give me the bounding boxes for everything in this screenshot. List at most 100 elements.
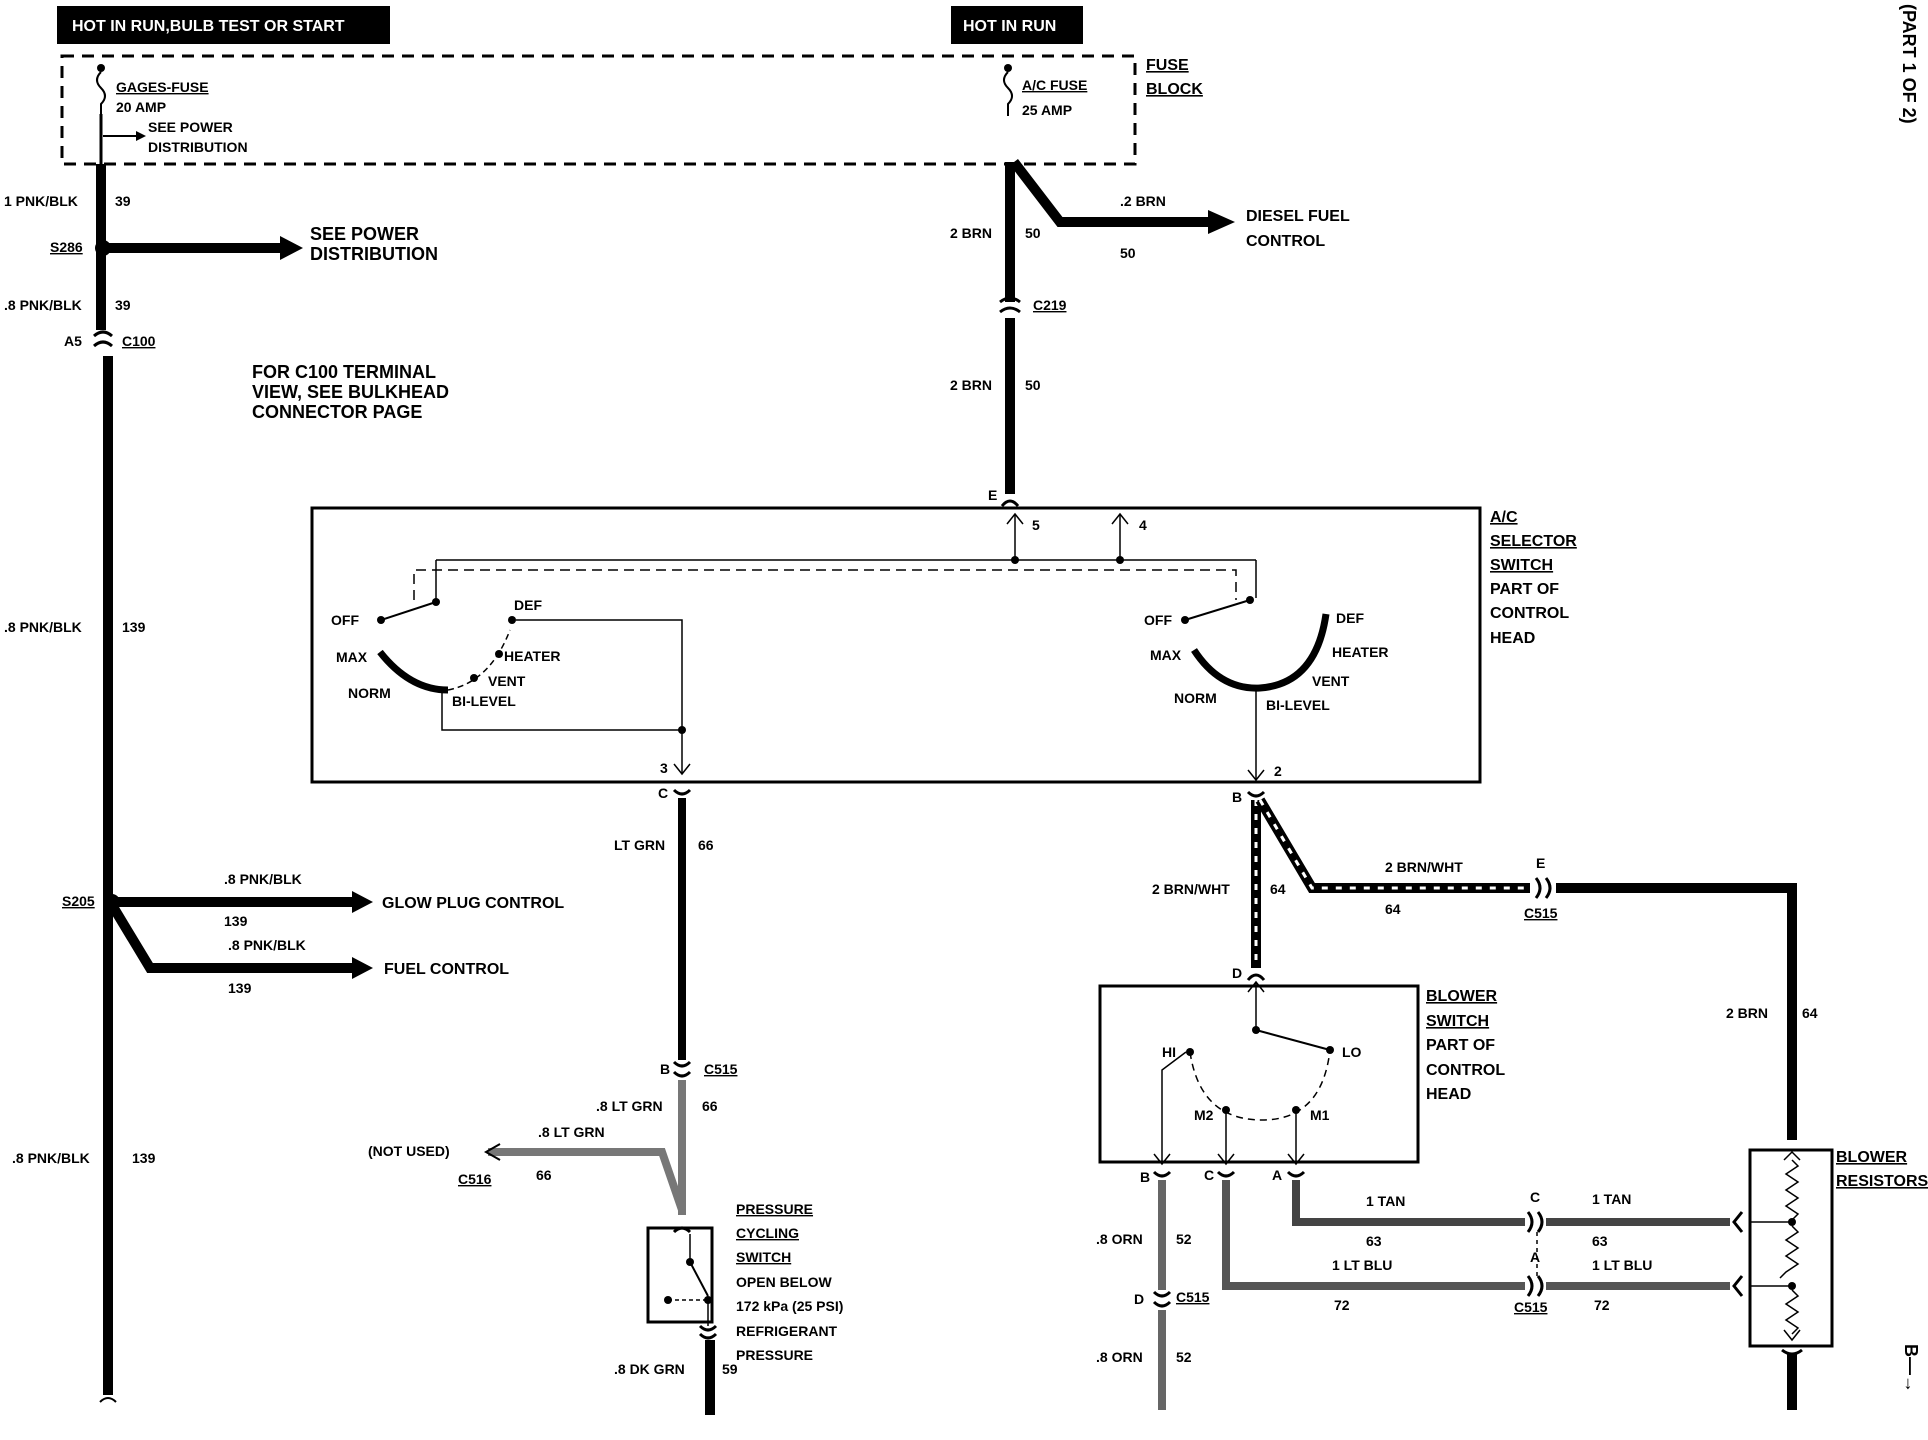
dk-grn-circuit: 59 bbox=[722, 1361, 738, 1377]
c515-e-connector bbox=[1534, 877, 1552, 899]
diesel-fuel-control: DIESEL FUEL bbox=[1246, 208, 1350, 225]
s286-arrowhead bbox=[280, 236, 303, 260]
c515-c-terminal: C bbox=[1530, 1189, 1540, 1205]
c100-a5: A5 bbox=[64, 333, 82, 349]
c515-a-terminal: A bbox=[1530, 1249, 1540, 1265]
blower-switch-terminal-d: D bbox=[1232, 965, 1242, 981]
not-used-circuit: 66 bbox=[536, 1167, 552, 1183]
fuse-block-label: FUSE bbox=[1146, 57, 1189, 74]
mechanical-link bbox=[413, 569, 1237, 600]
selector-b-connector bbox=[1246, 790, 1266, 798]
blower-lo: LO bbox=[1342, 1044, 1362, 1060]
resistor-zigzag-2 bbox=[1779, 1225, 1800, 1279]
fuse-block-label-2: BLOCK bbox=[1146, 81, 1203, 98]
wire-8-pnk-blk-a: .8 PNK/BLK bbox=[4, 297, 82, 313]
gages-fuse-amp: 20 AMP bbox=[116, 99, 166, 115]
blower-b-connector bbox=[1152, 1170, 1172, 1178]
gages-see-power: SEE POWER bbox=[148, 119, 233, 135]
hot-in-run-label: HOT IN RUN bbox=[963, 18, 1056, 35]
c516-label: C516 bbox=[458, 1171, 492, 1187]
blower-c-connector bbox=[1216, 1170, 1236, 1178]
diesel-fuel-control-2: CONTROL bbox=[1246, 233, 1325, 250]
ac-fuse-name: A/C FUSE bbox=[1022, 77, 1087, 93]
tan-end-arrow bbox=[1732, 1211, 1744, 1233]
lt-blu-label-1: 1 LT BLU bbox=[1332, 1257, 1392, 1273]
right-bilevel: BI-LEVEL bbox=[1266, 697, 1330, 713]
c100-note-1: FOR C100 TERMINAL bbox=[252, 362, 436, 382]
lt-blu-end-arrow bbox=[1732, 1275, 1744, 1297]
s286-label: S286 bbox=[50, 239, 83, 255]
resistor-output-arrow bbox=[1783, 1329, 1801, 1342]
circuit-50-a: 50 bbox=[1025, 225, 1041, 241]
pressure-title-4: OPEN BELOW bbox=[736, 1274, 832, 1290]
pressure-title-6: REFRIGERANT bbox=[736, 1323, 838, 1339]
orn-circuit-2: 52 bbox=[1176, 1349, 1192, 1365]
brn-wht-circuit-1: 64 bbox=[1270, 881, 1286, 897]
c100-connector-icon bbox=[93, 330, 113, 348]
terminal-4-arrow bbox=[1111, 512, 1129, 525]
glow-plug-circuit: 139 bbox=[224, 913, 248, 929]
brn-wht-wire-branch-stripe bbox=[1258, 799, 1530, 890]
orn-label-1: .8 ORN bbox=[1096, 1231, 1143, 1247]
lt-grn-circuit-2: 66 bbox=[702, 1098, 718, 1114]
right-off: OFF bbox=[1144, 612, 1172, 628]
bus-junction-4 bbox=[1116, 556, 1124, 564]
lt-blu-wire bbox=[1222, 1180, 1525, 1290]
circuit-139-b: 139 bbox=[132, 1150, 156, 1166]
fuel-control-circuit: 139 bbox=[228, 980, 252, 996]
terminal-5-arrow bbox=[1006, 512, 1024, 525]
ac-fuse-icon bbox=[1003, 71, 1013, 116]
blower-c-arrow bbox=[1217, 1153, 1235, 1166]
left-mode-arc bbox=[377, 649, 449, 694]
wire-2-brn-b: 2 BRN bbox=[950, 377, 992, 393]
left-wiper bbox=[380, 601, 437, 621]
c515-b-terminal: B bbox=[660, 1061, 670, 1077]
orn-label-2: .8 ORN bbox=[1096, 1349, 1143, 1365]
part-label: (PART 1 OF 2) bbox=[1899, 4, 1919, 124]
brn-wht-circuit-2: 64 bbox=[1385, 901, 1401, 917]
left-max: MAX bbox=[336, 649, 368, 665]
blower-b-arrow bbox=[1153, 1153, 1171, 1166]
gages-fuse-terminal bbox=[97, 64, 105, 72]
fuel-control-arrowhead bbox=[352, 957, 373, 979]
left-def-contact bbox=[508, 616, 516, 624]
terminal-5: 5 bbox=[1032, 517, 1040, 533]
selector-title-4: PART OF bbox=[1490, 581, 1559, 598]
s286-see-power: SEE POWER bbox=[310, 224, 419, 244]
pressure-switch-bottom-connector bbox=[698, 1324, 718, 1340]
blower-switch-title-3: PART OF bbox=[1426, 1037, 1495, 1054]
c100-label: C100 bbox=[122, 333, 156, 349]
blower-switch-title-5: HEAD bbox=[1426, 1086, 1471, 1103]
lt-grn-label-2: .8 LT GRN bbox=[596, 1098, 663, 1114]
selector-terminal-c: C bbox=[658, 785, 668, 801]
blower-hi-wire bbox=[1161, 1051, 1187, 1164]
circuit-50-b: 50 bbox=[1025, 377, 1041, 393]
right-heater: HEATER bbox=[1332, 644, 1389, 660]
pressure-title-2: CYCLING bbox=[736, 1225, 799, 1241]
s205-label: S205 bbox=[62, 893, 95, 909]
selector-terminal-e: E bbox=[988, 487, 997, 503]
glow-plug-arrowhead bbox=[352, 891, 373, 913]
left-vent-contact bbox=[470, 674, 478, 682]
brn-wire-to-resistors bbox=[1556, 883, 1797, 1140]
wire-2-brn-a: 2 BRN bbox=[950, 225, 992, 241]
selector-title-3: SWITCH bbox=[1490, 557, 1553, 574]
bus-junction-5 bbox=[1011, 556, 1019, 564]
glow-plug-wire: .8 PNK/BLK bbox=[224, 871, 302, 887]
fuse-block-outline bbox=[60, 54, 1137, 166]
brn-circuit-3: 64 bbox=[1802, 1005, 1818, 1021]
hot-in-run-bulb-tag bbox=[57, 6, 390, 44]
c515-c-connector bbox=[1526, 1211, 1544, 1233]
blower-switch-title-1: BLOWER bbox=[1426, 988, 1498, 1005]
fuel-control-wire: .8 PNK/BLK bbox=[228, 937, 306, 953]
selector-title-6: HEAD bbox=[1490, 630, 1535, 647]
diesel-circuit: 50 bbox=[1120, 245, 1136, 261]
diesel-wire: .2 BRN bbox=[1120, 193, 1166, 209]
wire-8-pnk-blk-c: .8 PNK/BLK bbox=[12, 1150, 90, 1166]
c515-e-terminal: E bbox=[1536, 855, 1545, 871]
resistor-node-2 bbox=[1788, 1282, 1796, 1290]
blower-switch-input-arrow bbox=[1247, 980, 1265, 993]
resistor-zigzag-3 bbox=[1784, 1289, 1800, 1335]
left-output-junction bbox=[678, 726, 686, 734]
left-wiper-pivot bbox=[432, 598, 440, 606]
